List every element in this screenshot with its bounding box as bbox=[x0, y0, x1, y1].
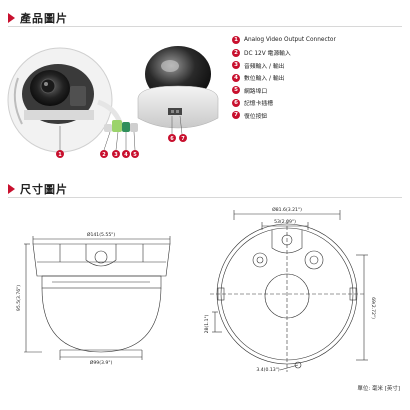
section-arrow-icon bbox=[8, 13, 15, 23]
dim-top-bottom-hole: 3.4(0.13") bbox=[256, 367, 279, 373]
callout-5: 5 bbox=[133, 152, 137, 158]
section-arrow-icon bbox=[8, 184, 15, 194]
unit-footnote: 單位: 毫米 [英寸] bbox=[357, 386, 400, 392]
dim-top-outer-width: Ø81.6(3.21") bbox=[272, 206, 302, 213]
callouts bbox=[59, 115, 183, 151]
camera-internal-closeup bbox=[7, 47, 113, 153]
dim-top-right-height: 69(2.72") bbox=[370, 297, 376, 319]
dimension-section-header: 尺寸圖片 bbox=[8, 181, 68, 197]
callout-3: 3 bbox=[114, 152, 118, 158]
callout-2: 2 bbox=[102, 152, 106, 158]
callout-6: 6 bbox=[170, 136, 174, 142]
callout-4: 4 bbox=[124, 152, 128, 158]
dim-side-height: 95.5(3.76") bbox=[16, 285, 22, 311]
product-illustration: 1 2 3 4 5 6 7 bbox=[7, 46, 219, 158]
dome-camera bbox=[137, 46, 219, 129]
dim-top-left-offset: 28(1.1") bbox=[204, 314, 210, 333]
dim-side-dome-width: Ø99(3.9") bbox=[90, 359, 113, 366]
dim-side-top-width: Ø141(5.55") bbox=[87, 231, 116, 238]
section-divider bbox=[8, 26, 402, 27]
dim-top-inner-width: 53(2.09") bbox=[274, 219, 296, 225]
product-section-header: 產品圖片 bbox=[8, 10, 68, 26]
side-view-drawing: Ø141(5.55") Ø99(3.9") 95.5(3.76") bbox=[16, 231, 171, 366]
product-section-title: 產品圖片 bbox=[20, 12, 68, 25]
callout-markers: 1 2 3 4 5 6 7 bbox=[56, 134, 187, 158]
callout-1: 1 bbox=[58, 152, 62, 158]
cable-connectors bbox=[97, 99, 138, 132]
top-view-drawing: Ø81.6(3.21") 53(2.09") 28(1.1") 69(2.72"… bbox=[204, 206, 376, 373]
dimension-section-title: 尺寸圖片 bbox=[20, 183, 68, 196]
section-divider bbox=[8, 197, 402, 198]
callout-7: 7 bbox=[181, 136, 185, 142]
